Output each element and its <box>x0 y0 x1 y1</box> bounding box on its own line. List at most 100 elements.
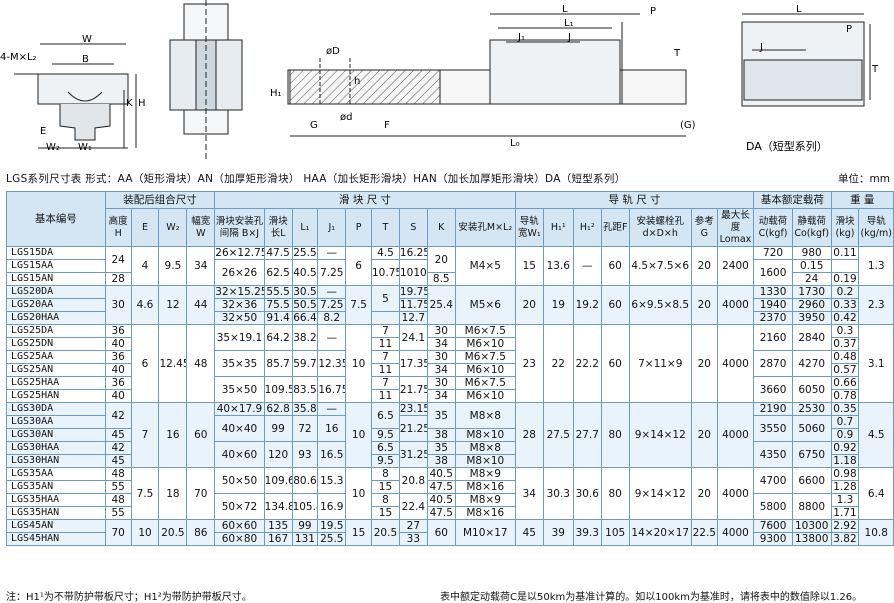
table-cell: M10×17 <box>454 519 516 546</box>
subheader-cell: K <box>426 208 456 247</box>
table-cell: 1.71 <box>830 506 860 520</box>
table-cell: 3950 <box>791 311 832 325</box>
table-cell: — <box>317 402 347 416</box>
table-cell: 4000 <box>716 402 755 468</box>
table-cell: M8×8 <box>454 402 516 429</box>
front-label-k: K <box>126 98 133 109</box>
table-cell: 16.75 <box>317 376 347 403</box>
table-cell: 10 <box>130 519 160 546</box>
table-cell: 105.8 <box>291 493 319 520</box>
table-cell: 109.6 <box>263 467 293 494</box>
table-cell: 0.2 <box>830 285 860 299</box>
table-cell: 2370 <box>753 311 793 325</box>
model-code-cell: LGS30DA <box>6 402 106 416</box>
da-label-j: J <box>759 42 763 53</box>
table-cell: 720 <box>753 246 793 260</box>
subheader-cell: 滑块(kg) <box>830 208 860 247</box>
table-cell: 38.2 <box>291 324 319 351</box>
table-cell: 8.2 <box>317 311 347 325</box>
table-cell: 0.37 <box>830 337 860 351</box>
table-cell: 10.75 <box>371 259 400 286</box>
table-cell: 2190 <box>753 402 793 416</box>
table-cell: 60 <box>186 402 216 468</box>
table-cell: 60×60 <box>214 519 265 533</box>
table-cell: 20 <box>426 246 456 273</box>
table-cell: 20 <box>690 246 718 286</box>
top-label-l: L <box>562 4 568 15</box>
table-cell: 6.5 <box>371 402 400 429</box>
table-cell: 34 <box>426 389 456 403</box>
table-cell: 10 <box>345 467 372 520</box>
table-cell: 6×9.5×8.5 <box>628 285 692 325</box>
model-code-cell: LGS30AN <box>6 428 106 442</box>
table-cell: 9300 <box>753 532 793 546</box>
table-cell: 7.25 <box>317 259 347 286</box>
table-cell: 30 <box>104 285 132 325</box>
table-cell: 9.5 <box>371 428 400 442</box>
table-cell: M8×8 <box>454 441 516 455</box>
table-cell: 45 <box>514 519 544 546</box>
table-cell: 9×14×12 <box>628 467 692 520</box>
model-code-cell: LGS30HAA <box>6 441 106 455</box>
technical-drawings: 4-M×L₂ W B K H E W₂ W₁ øD H₁ h ød G F L₀… <box>0 0 879 160</box>
table-cell: 39.3 <box>572 519 602 546</box>
table-cell: 40.5 <box>291 259 319 286</box>
table-cell: 2.3 <box>858 285 894 325</box>
table-cell: 16 <box>317 415 347 442</box>
table-cell: 91.4 <box>263 311 293 325</box>
spec-table: 基本编号 装配后组合尺寸 滑 块 尺 寸 导 轨 尺 寸 基本额定载荷 重 量 … <box>6 191 894 546</box>
end-view-drawing <box>169 0 243 160</box>
model-code-cell: LGS15AA <box>6 259 106 273</box>
da-drawing <box>741 13 871 107</box>
table-cell: 35×19.1 <box>214 324 265 351</box>
table-cell: 19 <box>542 285 574 325</box>
table-cell: 66.4 <box>291 311 319 325</box>
table-cell: 109.5 <box>263 376 293 403</box>
table-cell: 2870 <box>753 350 793 377</box>
table-cell: 22.4 <box>398 493 428 520</box>
table-cell: 4.5×7.5×6 <box>628 246 692 286</box>
table-cell: 4000 <box>716 324 755 403</box>
table-cell: 35 <box>426 441 456 455</box>
table-cell: 40×60 <box>214 441 265 468</box>
table-cell: 59.7 <box>291 350 319 377</box>
table-cell: 135 <box>263 519 293 533</box>
table-cell: 18 <box>158 467 188 520</box>
table-cell: 38 <box>426 454 456 468</box>
table-cell: 25.5 <box>317 532 347 546</box>
table-cell: 9×14×12 <box>628 402 692 468</box>
table-cell: 1330 <box>753 285 793 299</box>
table-cell: 26×12.75 <box>214 246 265 260</box>
table-cell: 0.92 <box>830 441 860 455</box>
subheader-cell: 安装孔M×L₂ <box>454 208 516 247</box>
table-cell: 4000 <box>716 519 755 546</box>
table-cell: 48 <box>186 324 216 403</box>
table-cell: 120 <box>263 441 293 468</box>
table-cell: 2960 <box>791 298 832 312</box>
subheader-cell: J₁ <box>317 208 347 247</box>
table-cell: 4350 <box>753 441 793 468</box>
table-cell: 42 <box>104 402 132 429</box>
table-cell: 40 <box>104 363 132 377</box>
table-cell: 60 <box>426 519 456 546</box>
subheader-cell: 导轨(kg/m) <box>858 208 894 247</box>
table-cell: 0.7 <box>830 415 860 429</box>
subheader-cell: 动载荷C(kgf) <box>753 208 793 247</box>
table-cell: 2530 <box>791 402 832 416</box>
header-block: 滑 块 尺 寸 <box>214 191 516 209</box>
da-label-p: P <box>846 24 852 35</box>
table-cell: 35×50 <box>214 376 265 403</box>
table-cell: 42 <box>104 441 132 455</box>
table-cell: 35×35 <box>214 350 265 377</box>
table-cell: 8800 <box>791 493 832 520</box>
table-cell: 45 <box>104 454 132 468</box>
front-label-w2: W₂ <box>46 142 60 153</box>
table-title-bar: LGS系列尺寸表 形式：AA（矩形滑块）AN（加厚矩形滑块） HAA（加长矩形滑… <box>0 166 894 188</box>
table-cell: 6.5 <box>371 441 400 455</box>
side-label-f: F <box>384 120 390 131</box>
model-code-cell: LGS45AN <box>6 519 106 533</box>
table-cell: 16.9 <box>317 493 347 520</box>
